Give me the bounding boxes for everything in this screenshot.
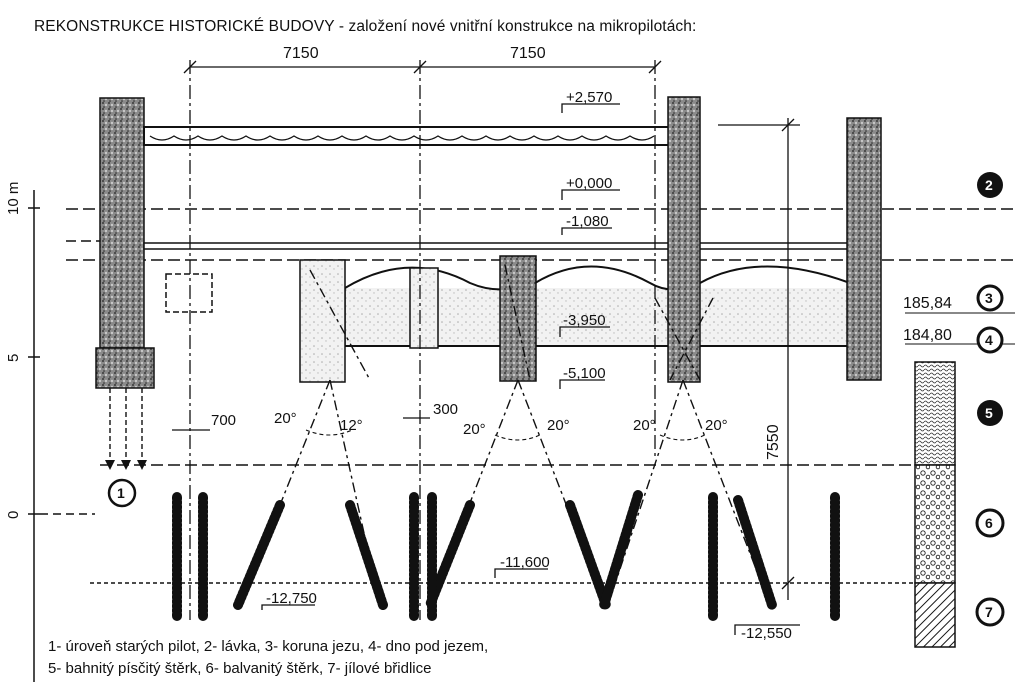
old-footing-left <box>95 347 155 389</box>
marker-1: 1 <box>107 478 137 508</box>
pier-dark-1 <box>499 255 537 382</box>
level-0000: +0,000 <box>566 175 612 192</box>
svg-text:5: 5 <box>985 405 993 421</box>
marker-3: 3 <box>976 284 1004 312</box>
diagram-title: REKONSTRUKCE HISTORICKÉ BUDOVY - založen… <box>34 18 697 35</box>
marker-4: 4 <box>976 326 1004 354</box>
marker-2: 2 <box>977 172 1003 198</box>
svg-text:6: 6 <box>985 515 993 531</box>
legend: 1- úroveň starých pilot, 2- lávka, 3- ko… <box>48 636 488 680</box>
svg-text:2: 2 <box>985 177 993 193</box>
angle-5: 20° <box>633 417 656 434</box>
dim-height-label: 7550 <box>765 424 782 460</box>
level-1080: -1,080 <box>566 213 609 230</box>
dim-gap-300: 300 <box>433 401 458 418</box>
old-wall-left <box>99 97 145 349</box>
svg-text:3: 3 <box>985 290 993 306</box>
dim-spans <box>183 60 662 74</box>
svg-text:1: 1 <box>117 485 125 501</box>
legend-line-2: 5- bahnitý písčitý štěrk, 6- balvanitý š… <box>48 660 432 677</box>
svg-text:7: 7 <box>985 604 993 620</box>
micropiles-inclined <box>233 490 777 610</box>
scale-label-10m: 10 m <box>5 182 22 215</box>
old-pile-cap <box>165 273 213 313</box>
dim-gaps <box>172 417 430 431</box>
dim-height <box>718 118 800 600</box>
level-2570: +2,570 <box>566 89 612 106</box>
level-marks <box>261 103 800 635</box>
angle-1: 20° <box>274 410 297 427</box>
level-3950: -3,950 <box>563 312 606 329</box>
micropiles-vertical <box>172 492 840 622</box>
footbridge <box>143 126 671 146</box>
marker-6: 6 <box>975 508 1005 538</box>
old-pile-arrows <box>105 460 147 470</box>
marker-7: 7 <box>975 597 1005 627</box>
axis-lines <box>189 60 656 620</box>
level-185-84: 185,84 <box>903 295 952 312</box>
angle-2: 12° <box>340 417 363 434</box>
angle-4: 20° <box>547 417 570 434</box>
old-piles <box>109 388 143 462</box>
scale-bar: 10 m 5 0 <box>5 182 40 682</box>
level-184-80: 184,80 <box>903 327 952 344</box>
angle-6: 20° <box>705 417 728 434</box>
pier-light-2 <box>409 267 439 349</box>
svg-text:4: 4 <box>985 332 993 348</box>
legend-line-1: 1- úroveň starých pilot, 2- lávka, 3- ko… <box>48 638 489 655</box>
old-wall-right <box>846 117 882 381</box>
marker-5: 5 <box>977 400 1003 426</box>
dim-gap-700: 700 <box>211 412 236 429</box>
new-wall-middle <box>667 96 701 383</box>
dim-span-right: 7150 <box>510 45 546 62</box>
scale-label-0: 0 <box>5 511 22 519</box>
angle-3: 20° <box>463 421 486 438</box>
soil-profile <box>914 361 956 648</box>
level-5100: -5,100 <box>563 365 606 382</box>
dim-span-left: 7150 <box>283 45 319 62</box>
level-12550: -12,550 <box>741 625 792 642</box>
level-12750: -12,750 <box>266 590 317 607</box>
floor-beam <box>143 242 855 250</box>
level-11600: -11,600 <box>500 554 550 571</box>
scale-label-5: 5 <box>5 354 22 362</box>
angle-arcs <box>305 429 706 441</box>
